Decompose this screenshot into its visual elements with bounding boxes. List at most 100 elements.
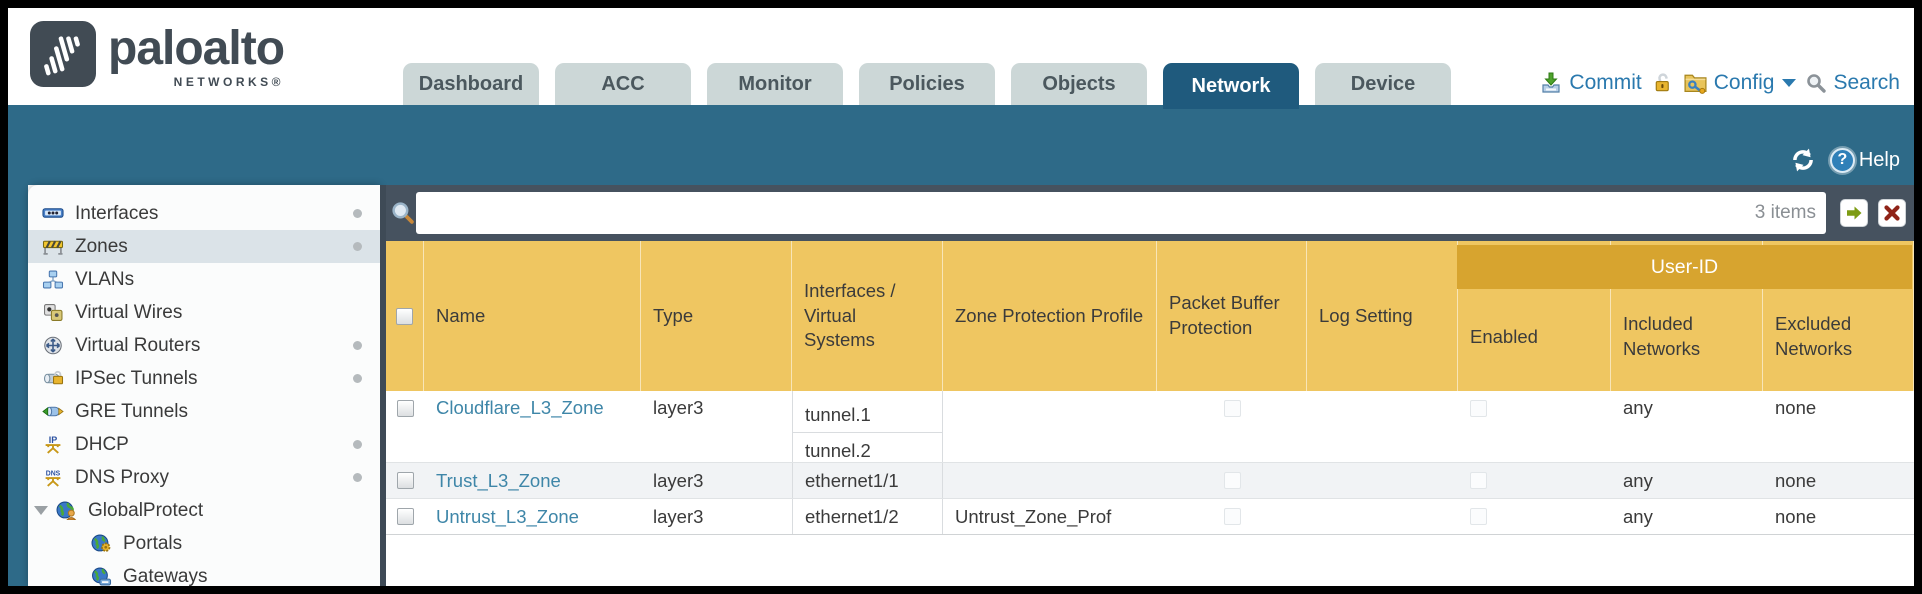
- apply-filter-button[interactable]: [1840, 199, 1868, 227]
- tab-acc[interactable]: ACC: [555, 63, 691, 105]
- row-checkbox[interactable]: [396, 472, 414, 489]
- zones-table-header: User-ID Name Type Interfaces / Virtual S…: [386, 241, 1914, 391]
- status-dot: [353, 374, 362, 383]
- user-id-enabled-checkbox: [1470, 400, 1487, 417]
- sidebar-item-ipsec-tunnels[interactable]: IPSec Tunnels: [28, 362, 380, 395]
- clear-filter-button[interactable]: [1878, 199, 1906, 227]
- search-icon: [1807, 73, 1827, 93]
- help-button[interactable]: ? Help: [1829, 147, 1900, 173]
- banner: ? Help: [8, 105, 1914, 185]
- config-icon: [1684, 74, 1707, 94]
- left-accent-strip: [8, 185, 28, 586]
- excluded-networks-cell: none: [1775, 469, 1817, 491]
- row-checkbox[interactable]: [396, 508, 414, 525]
- sidebar-item-dns-proxy[interactable]: DNS DNS Proxy: [28, 461, 380, 494]
- user-id-enabled-checkbox: [1470, 508, 1487, 525]
- packet-buffer-protection-checkbox: [1223, 400, 1241, 417]
- gre-tunnels-icon: [42, 406, 64, 417]
- interface-item: ethernet1/1: [805, 470, 899, 491]
- column-header-zone-protection-profile[interactable]: Zone Protection Profile: [943, 241, 1157, 391]
- table-row: Trust_L3_Zone layer3 ethernet1/1 any non…: [386, 463, 1914, 499]
- commit-icon: [1542, 72, 1561, 93]
- virtual-wires-icon: [44, 304, 63, 321]
- table-row: Untrust_L3_Zone layer3 ethernet1/2 Untru…: [386, 499, 1914, 535]
- filter-bar: 3 items: [386, 185, 1914, 241]
- sidebar-item-zones[interactable]: Zones: [28, 230, 380, 263]
- config-menu[interactable]: Config: [1683, 70, 1797, 95]
- filter-input[interactable]: [426, 192, 1747, 234]
- tab-monitor[interactable]: Monitor: [707, 63, 843, 105]
- user-id-group-header: User-ID: [1457, 245, 1912, 289]
- interfaces-cell: ethernet1/2: [792, 499, 943, 534]
- commit-button[interactable]: Commit: [1539, 70, 1642, 95]
- sidebar-item-interfaces[interactable]: Interfaces: [28, 197, 380, 230]
- chevron-down-icon: [1782, 78, 1797, 87]
- paloalto-logo: paloalto NETWORKS®: [30, 21, 285, 89]
- vlans-icon: [42, 270, 64, 289]
- app-frame: paloalto NETWORKS® Dashboard ACC Monitor…: [8, 8, 1914, 586]
- zone-name-link[interactable]: Untrust_L3_Zone: [436, 505, 579, 527]
- main-tab-bar: Dashboard ACC Monitor Policies Objects N…: [403, 63, 1451, 109]
- sidebar-divider: [380, 185, 386, 586]
- commit-label: Commit: [1569, 70, 1642, 94]
- column-header-type[interactable]: Type: [641, 241, 792, 391]
- select-all-cell: [386, 241, 424, 391]
- column-header-log-setting[interactable]: Log Setting: [1307, 241, 1458, 391]
- packet-buffer-protection-checkbox: [1223, 472, 1241, 489]
- refresh-icon: [1793, 148, 1813, 172]
- column-header-name[interactable]: Name: [424, 241, 641, 391]
- sidebar-item-gre-tunnels[interactable]: GRE Tunnels: [28, 395, 380, 428]
- zones-icon: [42, 240, 64, 255]
- top-utilities: Commit Config: [1539, 70, 1900, 95]
- help-label: Help: [1858, 148, 1900, 171]
- zone-name-link[interactable]: Trust_L3_Zone: [436, 469, 561, 491]
- status-dot: [353, 473, 362, 482]
- status-dot: [353, 242, 362, 251]
- sidebar-item-dhcp[interactable]: IP DHCP: [28, 428, 380, 461]
- virtual-routers-icon: [44, 336, 62, 355]
- included-networks-cell: any: [1623, 505, 1653, 527]
- brand-subtitle: NETWORKS®: [173, 75, 285, 89]
- interfaces-cell: tunnel.1 tunnel.2: [792, 391, 943, 462]
- svg-text:IP: IP: [49, 435, 57, 445]
- column-header-interfaces[interactable]: Interfaces / Virtual Systems: [792, 241, 943, 391]
- row-checkbox[interactable]: [396, 400, 414, 417]
- sidebar-item-gateways[interactable]: Gateways: [28, 560, 380, 586]
- filter-search-icon: [392, 202, 414, 224]
- included-networks-cell: any: [1623, 469, 1653, 491]
- packet-buffer-protection-checkbox: [1223, 508, 1241, 525]
- tab-policies[interactable]: Policies: [859, 63, 995, 105]
- tab-objects[interactable]: Objects: [1011, 63, 1147, 105]
- interface-item: ethernet1/2: [805, 506, 899, 527]
- search-label: Search: [1833, 70, 1900, 94]
- sidebar-item-globalprotect[interactable]: GlobalProtect: [28, 494, 380, 527]
- dhcp-icon: IP: [45, 435, 61, 454]
- column-header-enabled[interactable]: Enabled: [1458, 241, 1611, 391]
- sidebar-item-virtual-wires[interactable]: Virtual Wires: [28, 296, 380, 329]
- sidebar-item-portals[interactable]: Portals: [28, 527, 380, 560]
- status-dot: [353, 440, 362, 449]
- interfaces-cell: ethernet1/1: [792, 463, 943, 498]
- column-header-included-networks[interactable]: Included Networks: [1611, 241, 1763, 391]
- sidebar-item-virtual-routers[interactable]: Virtual Routers: [28, 329, 380, 362]
- tab-network[interactable]: Network: [1163, 63, 1299, 109]
- log-setting-cell: [1307, 391, 1458, 462]
- table-row: Cloudflare_L3_Zone layer3 tunnel.1 tunne…: [386, 391, 1914, 463]
- paloalto-logo-icon: [30, 21, 96, 87]
- zone-name-link[interactable]: Cloudflare_L3_Zone: [436, 397, 604, 418]
- tab-dashboard[interactable]: Dashboard: [403, 63, 539, 105]
- tree-expand-icon[interactable]: [34, 506, 48, 515]
- zone-protection-profile-cell: Untrust_Zone_Prof: [955, 505, 1112, 527]
- global-search-button[interactable]: Search: [1805, 71, 1900, 95]
- tab-device[interactable]: Device: [1315, 63, 1451, 105]
- items-count: 3 items: [1754, 202, 1816, 223]
- content-area: Interfaces Zones: [8, 185, 1914, 586]
- lock-icon[interactable]: [1651, 71, 1674, 94]
- sidebar-item-vlans[interactable]: VLANs: [28, 263, 380, 296]
- column-header-excluded-networks[interactable]: Excluded Networks: [1763, 241, 1914, 391]
- select-all-checkbox[interactable]: [396, 307, 413, 325]
- refresh-button[interactable]: [1790, 147, 1816, 173]
- interface-item: tunnel.2: [805, 440, 871, 461]
- column-header-packet-buffer-protection[interactable]: Packet Buffer Protection: [1157, 241, 1307, 391]
